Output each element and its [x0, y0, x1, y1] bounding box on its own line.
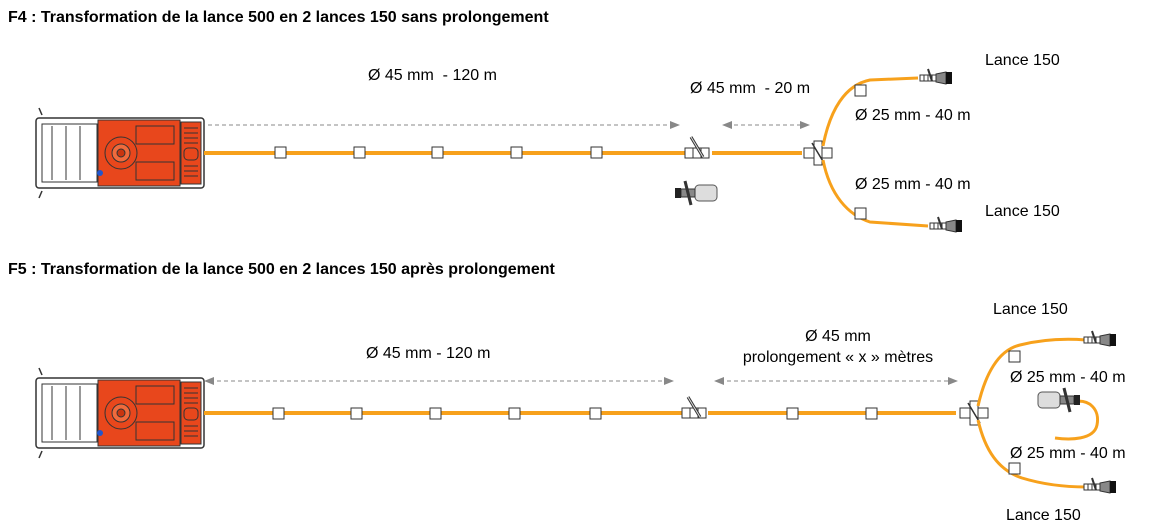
- f4-main-hose-label: Ø 45 mm - 120 m: [368, 67, 497, 84]
- f5-nozzle-bottom-label: Lance 150: [1006, 507, 1081, 524]
- hose-markers: [274, 146, 603, 159]
- fire-truck-icon: [35, 367, 205, 459]
- hose-markers: [272, 407, 878, 420]
- f5-main-hose-label: Ø 45 mm - 120 m: [366, 345, 490, 362]
- fire-truck-icon: [35, 107, 205, 199]
- branch-bottom-hose: [821, 159, 929, 228]
- lance-500-icon: [1036, 386, 1082, 414]
- f4-extension-label: Ø 45 mm - 20 m: [690, 80, 810, 97]
- nozzle-top-icon: [1083, 330, 1117, 347]
- divider-valve-icon: [803, 140, 833, 166]
- f5-branch-bottom-label: Ø 25 mm - 40 m: [1010, 445, 1126, 462]
- f4-nozzle-bottom-label: Lance 150: [985, 203, 1060, 220]
- f4-branch-top-label: Ø 25 mm - 40 m: [855, 107, 971, 124]
- f5-nozzle-top-label: Lance 150: [993, 301, 1068, 318]
- f5-title: F5 : Transformation de la lance 500 en 2…: [8, 261, 556, 278]
- f5-extension-label-line2: prolongement « x » mètres: [743, 349, 933, 366]
- nozzle-bottom-icon: [929, 216, 963, 233]
- lance-500-hose: [1054, 399, 1100, 441]
- f4-nozzle-top-label: Lance 150: [985, 52, 1060, 69]
- lance-500-icon: [673, 179, 719, 207]
- f4-branch-bottom-label: Ø 25 mm - 40 m: [855, 176, 971, 193]
- f5-extension-label-line1: Ø 45 mm: [805, 328, 871, 345]
- f4-title: F4 : Transformation de la lance 500 en 2…: [8, 9, 549, 26]
- coupling-icon: [680, 395, 708, 420]
- branch-bottom-hose: [976, 419, 1087, 489]
- nozzle-bottom-icon: [1083, 477, 1117, 494]
- branch-top-hose: [976, 337, 1087, 407]
- coupling-icon: [683, 135, 711, 160]
- f5-branch-top-label: Ø 25 mm - 40 m: [1010, 369, 1126, 386]
- branch-top-hose: [821, 76, 919, 147]
- divider-valve-icon: [959, 400, 989, 426]
- nozzle-top-icon: [919, 68, 953, 85]
